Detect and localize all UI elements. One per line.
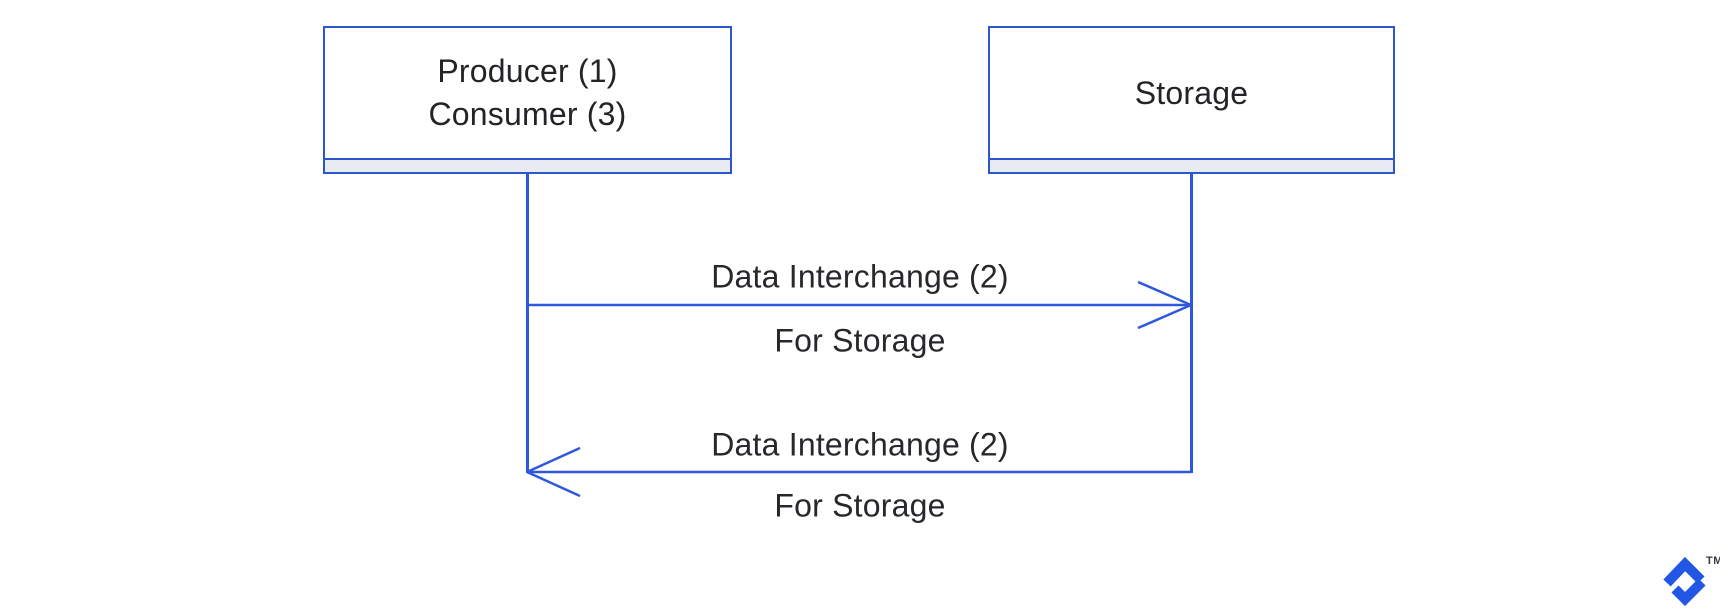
actor-footer-strip (325, 158, 730, 172)
toptal-logo-icon (1663, 556, 1706, 606)
actor-title-line-1: Storage (1134, 74, 1249, 111)
actor-title-line-1: Producer (1) (437, 53, 618, 89)
message-label: Data Interchange (2) (711, 258, 1009, 295)
message-sublabel: For Storage (774, 322, 946, 359)
brand-logo: TM (1660, 552, 1720, 610)
actor-box-producer-consumer: Producer (1) Consumer (3) (323, 26, 732, 174)
lifeline-producer-consumer (526, 174, 529, 473)
lifeline-storage (1190, 174, 1193, 473)
message-label: Data Interchange (2) (711, 426, 1009, 463)
message-arrow-right (527, 280, 1192, 330)
actor-footer-strip (990, 158, 1393, 172)
message-sublabel: For Storage (774, 487, 946, 524)
open-arrowhead-right-icon (1137, 280, 1192, 330)
trademark-symbol: TM (1706, 555, 1720, 567)
open-arrowhead-left-icon (526, 446, 581, 498)
actor-box-storage: Storage (988, 26, 1395, 174)
actor-title-storage: Storage (990, 28, 1393, 158)
actor-title-producer-consumer: Producer (1) Consumer (3) (325, 28, 730, 158)
message-arrow-left (526, 446, 1191, 498)
actor-title-line-2: Consumer (3) (428, 96, 627, 132)
